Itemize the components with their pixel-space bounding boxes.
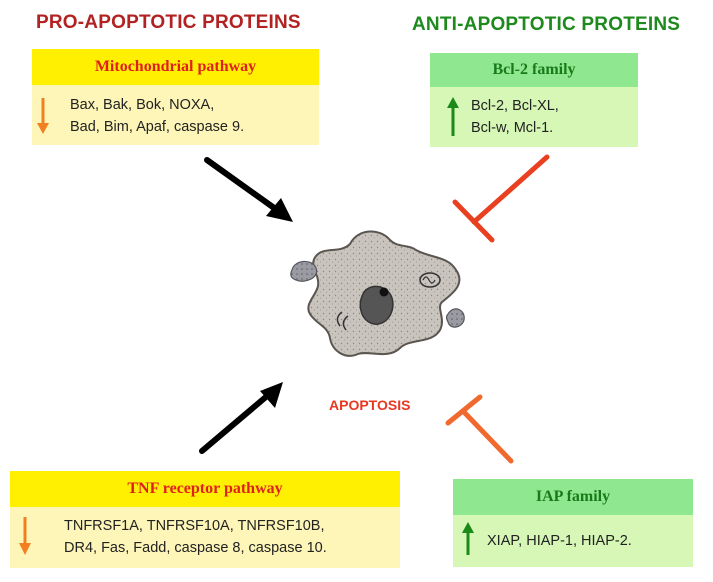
iap-line-1: XIAP, HIAP-1, HIAP-2. bbox=[487, 533, 632, 549]
apoptotic-body-right bbox=[445, 308, 465, 328]
bcl2-up-arrow-icon bbox=[447, 97, 459, 136]
cell-mitochondrion bbox=[419, 272, 441, 288]
mito-down-arrow-icon bbox=[37, 98, 49, 134]
mito-line-2: Bad, Bim, Apaf, caspase 9. bbox=[70, 119, 245, 135]
mitochondrial-pathway-body: Bax, Bak, Bok, NOXA, Bad, Bim, Apaf, cas… bbox=[32, 85, 319, 145]
mito-line-1: Bax, Bak, Bok, NOXA, bbox=[70, 97, 215, 113]
pro-apoptotic-heading: PRO-APOPTOTIC PROTEINS bbox=[36, 12, 301, 33]
bcl2-line-1: Bcl-2, Bcl-XL, bbox=[471, 98, 559, 114]
iap-up-arrow-icon bbox=[462, 522, 474, 555]
bcl2-family-body: Bcl-2, Bcl-XL, Bcl-w, Mcl-1. bbox=[430, 87, 638, 147]
tnf-down-arrow-icon bbox=[19, 517, 31, 555]
apoptosis-label: APOPTOSIS bbox=[329, 397, 411, 413]
mitochondrial-pathway-title: Mitochondrial pathway bbox=[32, 49, 319, 85]
apoptotic-body-left bbox=[290, 260, 318, 282]
tnf-activation-arrow bbox=[199, 382, 283, 454]
anti-apoptotic-heading: ANTI-APOPTOTIC PROTEINS bbox=[412, 14, 681, 35]
tnf-line-1: TNFRSF1A, TNFRSF10A, TNFRSF10B, bbox=[64, 518, 325, 534]
tnf-receptor-pathway-body: TNFRSF1A, TNFRSF10A, TNFRSF10B, DR4, Fas… bbox=[10, 507, 400, 568]
bcl2-inhibition-line bbox=[452, 154, 550, 243]
apoptotic-cell-illustration bbox=[290, 230, 465, 357]
bcl2-family-title: Bcl-2 family bbox=[430, 53, 638, 87]
iap-family-body: XIAP, HIAP-1, HIAP-2. bbox=[453, 515, 693, 567]
tnf-receptor-pathway-title: TNF receptor pathway bbox=[10, 471, 400, 507]
mito-activation-arrow bbox=[204, 157, 293, 222]
bcl2-line-2: Bcl-w, Mcl-1. bbox=[471, 120, 554, 136]
tnf-line-2: DR4, Fas, Fadd, caspase 8, caspase 10. bbox=[64, 540, 327, 556]
iap-inhibition-line bbox=[445, 394, 514, 464]
iap-family-title: IAP family bbox=[453, 479, 693, 515]
cell-organelle bbox=[336, 311, 349, 331]
